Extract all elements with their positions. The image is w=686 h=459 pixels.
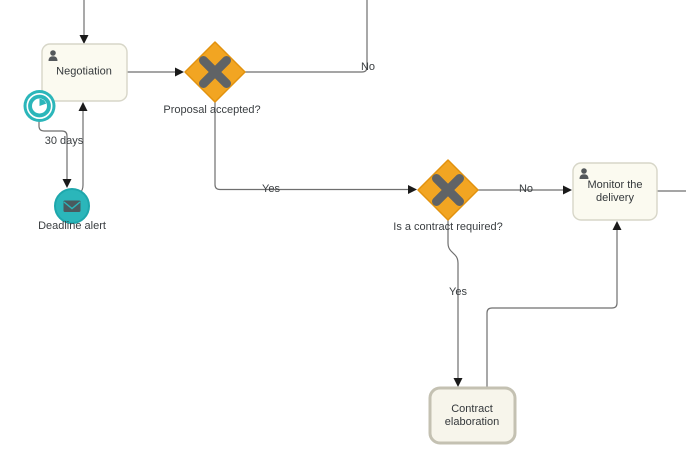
- event-timer-boundary[interactable]: [23, 90, 56, 122]
- event-deadline-alert[interactable]: [54, 188, 90, 224]
- flow-contract-yes[interactable]: [447, 220, 459, 379]
- task-monitor-delivery[interactable]: [572, 162, 658, 221]
- gateway-proposal-accepted[interactable]: [184, 41, 246, 103]
- envelope-icon: [63, 200, 81, 212]
- edge-label-contract-yes: Yes: [449, 286, 467, 298]
- task-negotiation-label: Negotiation: [56, 65, 112, 78]
- gateway-contract-required[interactable]: [417, 159, 479, 221]
- event-deadline-label: Deadline alert: [38, 220, 106, 232]
- flow-deadline-to-negotiation[interactable]: [79, 111, 84, 194]
- task-contract-label: Contract elaboration: [444, 403, 500, 428]
- gateway-contract-label: Is a contract required?: [393, 221, 503, 233]
- arrowhead-contract-no: [563, 185, 572, 195]
- clock-icon: [32, 98, 47, 114]
- arrowhead-contract-yes: [453, 378, 463, 387]
- exclusive-x-icon: [432, 174, 464, 206]
- arrowhead-timer-to-deadline: [62, 179, 72, 188]
- task-monitor-label: Monitor the delivery: [587, 179, 643, 204]
- task-negotiation[interactable]: [41, 43, 128, 102]
- arrowhead-into-negotiation: [79, 35, 89, 44]
- flow-contract-task-to-monitor[interactable]: [486, 230, 618, 388]
- exclusive-x-icon: [199, 56, 231, 88]
- edge-label-proposal-no: No: [360, 61, 376, 73]
- arrowhead-into-monitor-bottom: [612, 221, 622, 230]
- arrowhead-proposal-yes: [408, 185, 417, 194]
- flow-timer-to-deadline[interactable]: [38, 121, 68, 180]
- edge-label-proposal-yes: Yes: [262, 183, 280, 195]
- flow-proposal-no[interactable]: [245, 0, 368, 73]
- arrowhead-deadline-to-negotiation: [78, 102, 88, 111]
- arrowhead-proposal-gateway: [175, 67, 184, 77]
- timer-duration-label: 30 days: [44, 135, 84, 147]
- gateway-proposal-label: Proposal accepted?: [163, 104, 261, 116]
- user-icon: [48, 50, 58, 61]
- task-contract-elaboration[interactable]: [428, 386, 517, 445]
- user-icon: [579, 168, 589, 179]
- edge-label-contract-no: No: [518, 183, 534, 195]
- flow-proposal-yes[interactable]: [214, 102, 410, 191]
